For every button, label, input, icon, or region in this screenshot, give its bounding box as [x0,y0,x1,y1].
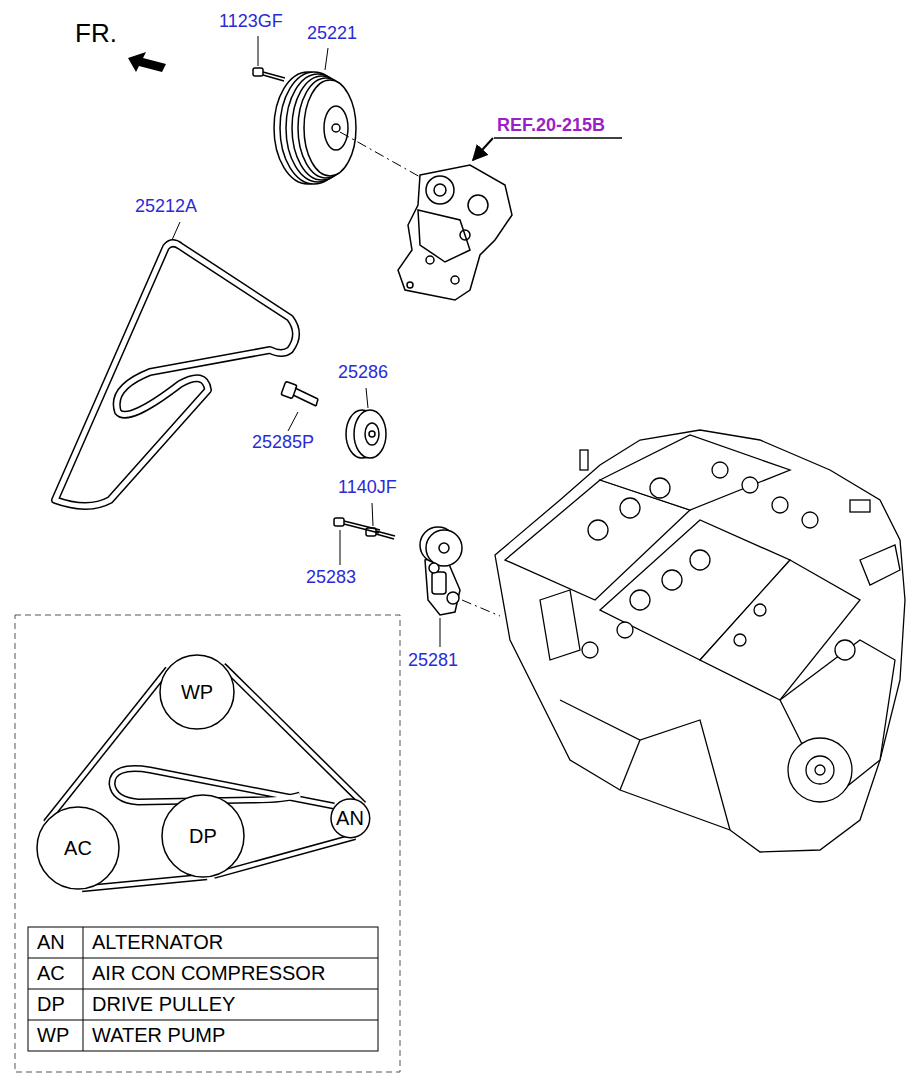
key-table [28,927,378,1051]
front-arrow [128,52,166,72]
callout-number: 25221 [307,23,357,45]
callout-number: 1123GF [219,11,283,33]
pulley-label: AC [64,836,92,860]
belt-tensioner [420,527,462,615]
callout-number: 1140JF [338,477,397,499]
pulley-circle: AN [330,798,371,839]
belt-run [46,669,168,823]
ref-arrow [473,138,493,160]
table-cell: AIR CON COMPRESSOR [92,961,325,985]
bolt [281,381,318,406]
table-cell: ALTERNATOR [92,930,223,954]
water-pump-pulley [274,72,356,184]
table-cell: WP [37,1023,69,1047]
center-line [462,600,500,616]
table-cell: AN [37,930,65,954]
belt-run [223,666,364,805]
table-cell: DRIVE PULLEY [92,992,235,1016]
pulley-label: AN [336,806,364,830]
callout-number: 25285P [252,432,314,454]
table-cell: DP [37,992,65,1016]
bolt [253,68,285,81]
callout-number: 25212A [135,196,197,218]
engine-block [495,430,905,852]
bolt [334,518,395,539]
water-pump [398,165,512,300]
pulley-label: DP [189,824,217,848]
leader-line [172,36,440,647]
pulley-circle: WP [159,654,235,730]
callout-number: 25283 [306,567,356,589]
direction-label: FR. [75,18,117,49]
pulley-circle: DP [161,794,245,878]
idler-pulley [346,410,386,458]
table-cell: AC [37,961,65,985]
reference-label: REF.20-215B [497,115,605,137]
table-cell: WATER PUMP [92,1023,225,1047]
pulley-label: WP [181,680,213,704]
ref-underline [494,137,622,139]
callout-number: 25286 [338,362,388,384]
pulley-circle: AC [36,806,120,890]
drive-belt [55,243,296,506]
callout-number: 25281 [408,650,458,672]
detail-panel [15,615,400,1072]
